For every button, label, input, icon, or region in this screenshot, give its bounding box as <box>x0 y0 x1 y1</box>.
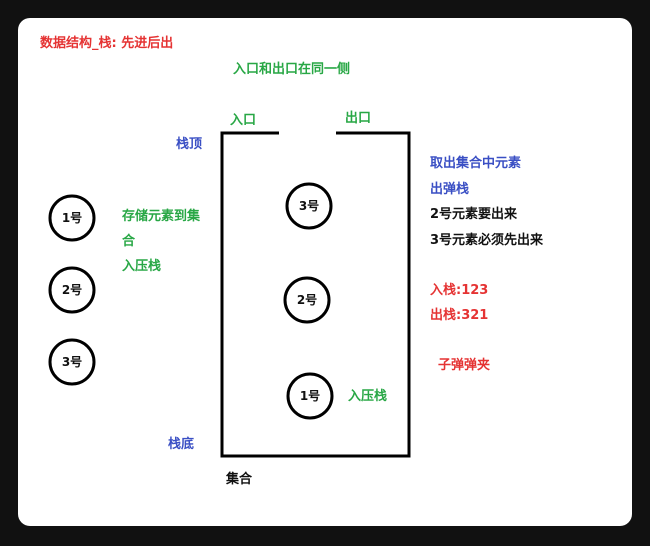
circle-left-3: 3号 <box>48 338 96 386</box>
exit-label: 出口 <box>345 111 372 126</box>
right-note-7: 子弹弹夹 <box>438 358 491 373</box>
circle-left-3-label: 3号 <box>62 354 82 369</box>
container-label: 集合 <box>226 472 253 487</box>
circle-left-1-label: 1号 <box>62 210 82 225</box>
right-note-1: 取出集合中元素 <box>430 156 522 171</box>
left-note-3: 入压栈 <box>122 259 162 274</box>
circle-stack-1-label: 1号 <box>300 388 320 403</box>
circle-stack-3: 3号 <box>285 182 333 230</box>
diagram-subtitle: 入口和出口在同一侧 <box>233 62 351 77</box>
circle-left-2-label: 2号 <box>62 282 82 297</box>
left-note-1: 存储元素到集 <box>122 209 201 224</box>
right-note-6: 出栈:321 <box>430 308 489 323</box>
circle-left-2: 2号 <box>48 266 96 314</box>
entry-label: 入口 <box>230 113 257 128</box>
circle-stack-1: 1号 <box>286 372 334 420</box>
slide-canvas <box>18 18 632 526</box>
circle-left-1: 1号 <box>48 194 96 242</box>
right-note-3: 2号元素要出来 <box>430 207 518 222</box>
stack-container <box>220 131 411 458</box>
stack-bottom-label: 栈底 <box>168 437 195 452</box>
circle-stack-2-label: 2号 <box>297 292 317 307</box>
left-note-2: 合 <box>122 234 136 249</box>
circle-stack-2: 2号 <box>283 276 331 324</box>
right-note-5: 入栈:123 <box>430 283 489 298</box>
stack-top-label: 栈顶 <box>176 137 203 152</box>
right-note-4: 3号元素必须先出来 <box>430 233 544 248</box>
circle-stack-3-label: 3号 <box>299 198 319 213</box>
diagram-title: 数据结构_栈: 先进后出 <box>40 36 174 51</box>
push-label: 入压栈 <box>348 389 388 404</box>
right-note-2: 出弹栈 <box>430 182 470 197</box>
